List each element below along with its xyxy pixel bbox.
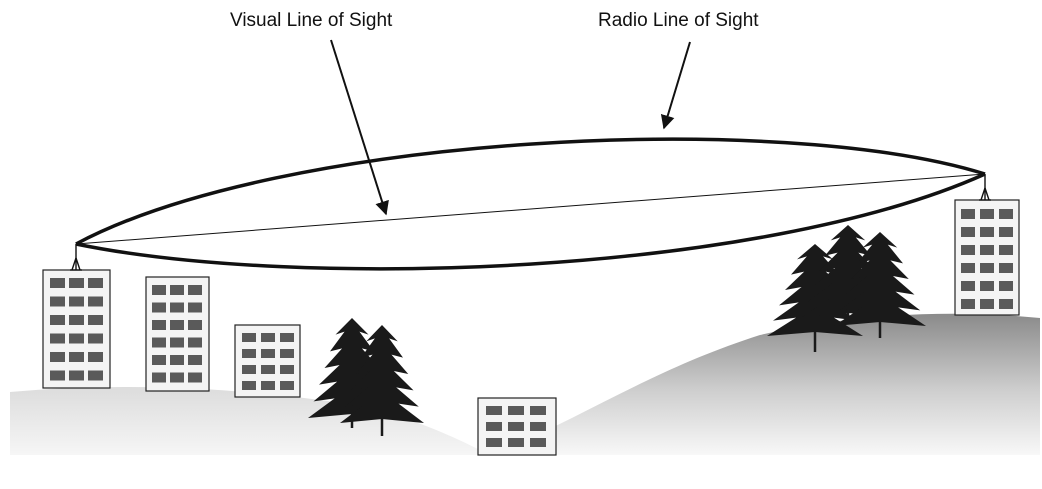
building-window [69,296,84,307]
building-window [88,370,103,381]
building-window [242,333,256,342]
building-window [50,315,65,325]
building-window [69,333,84,344]
building-window [280,349,294,358]
building-window [50,278,65,288]
building-window [50,333,65,344]
radio-line-of-sight-label: Radio Line of Sight [598,10,759,31]
building-window [50,370,65,381]
visual-label-arrow [330,39,389,216]
building-window [486,422,502,431]
building-window [486,406,502,415]
radio-line-lower-curve [75,172,986,271]
building-window [88,352,103,362]
building-left-tall [42,269,111,389]
building-window [280,333,294,342]
building-window [69,370,84,381]
building-left-second [145,276,210,392]
radio-label-arrow [660,41,691,130]
building-window [69,352,84,362]
building-window [88,333,103,344]
building-valley [477,397,557,456]
building-window [961,263,975,273]
building-window [280,365,294,374]
antenna-left [70,244,82,271]
building-window [188,355,202,365]
building-window [50,352,65,362]
building-body [145,276,210,392]
building-window [961,209,975,219]
building-window [261,349,275,358]
tree-cluster-right [767,225,926,352]
building-right [954,199,1020,316]
building-window [999,209,1013,219]
building-window [508,438,524,447]
tree [834,232,926,338]
building-window [261,365,275,374]
building-window [961,299,975,309]
building-window [170,337,184,348]
building-window [170,320,184,330]
left-hill [10,386,490,455]
building-window [88,278,103,288]
building-window [999,281,1013,291]
building-window [530,438,546,447]
building-window [242,349,256,358]
tree [340,325,424,436]
building-window [980,227,994,237]
building-window [530,406,546,415]
building-window [152,285,166,295]
building-window [486,438,502,447]
building-window [152,320,166,330]
building-window [980,245,994,255]
building-window [242,365,256,374]
building-window [961,227,975,237]
building-window [508,406,524,415]
right-hill [490,313,1040,455]
visual-line-of-sight-label: Visual Line of Sight [230,10,393,31]
building-window [508,422,524,431]
building-window [170,355,184,365]
building-window [980,299,994,309]
building-window [88,296,103,307]
building-window [999,263,1013,273]
building-window [961,281,975,291]
building-window [999,245,1013,255]
building-window [980,263,994,273]
building-window [999,299,1013,309]
building-window [188,337,202,348]
antenna-right [979,174,991,201]
building-window [261,381,275,390]
building-window [188,302,202,313]
building-window [69,278,84,288]
building-window [152,372,166,383]
building-window [980,209,994,219]
building-window [50,296,65,307]
building-window [152,337,166,348]
building-window [242,381,256,390]
building-window [961,245,975,255]
building-window [152,355,166,365]
building-window [530,422,546,431]
building-window [152,302,166,313]
building-window [170,372,184,383]
building-window [170,285,184,295]
building-window [69,315,84,325]
visual-line [75,173,986,245]
building-left-third [234,324,301,398]
building-body [954,199,1020,316]
building-window [188,285,202,295]
radio-line-upper-curve [75,137,986,246]
building-window [88,315,103,325]
tree-cluster-left [308,318,424,436]
building-window [188,372,202,383]
building-window [188,320,202,330]
building-window [980,281,994,291]
building-window [999,227,1013,237]
building-window [170,302,184,313]
building-window [280,381,294,390]
building-window [261,333,275,342]
